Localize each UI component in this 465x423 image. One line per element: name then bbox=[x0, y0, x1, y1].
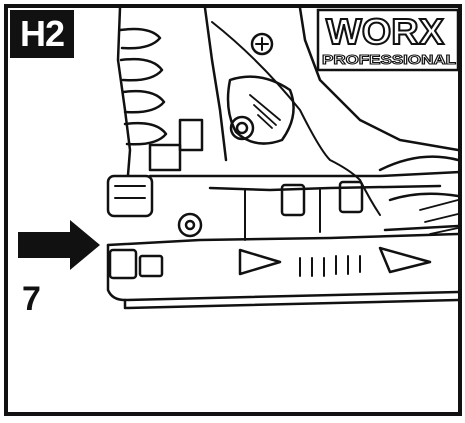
brand-logo-subtext: PROFESSIONAL bbox=[322, 52, 456, 67]
screw-circle bbox=[250, 32, 274, 56]
figure-frame bbox=[4, 4, 462, 416]
brand-logo-text: WORX bbox=[326, 11, 444, 52]
callout-number: 7 bbox=[22, 280, 41, 318]
arrow-right-icon bbox=[18, 220, 100, 270]
brand-logo: WORX PROFESSIONAL bbox=[316, 8, 460, 72]
housing-right-edge bbox=[298, 6, 460, 152]
housing-mid-edge bbox=[203, 6, 228, 162]
figure-label: H2 bbox=[10, 10, 74, 58]
base-plate-top bbox=[106, 232, 460, 247]
housing-left-edge bbox=[116, 6, 132, 177]
